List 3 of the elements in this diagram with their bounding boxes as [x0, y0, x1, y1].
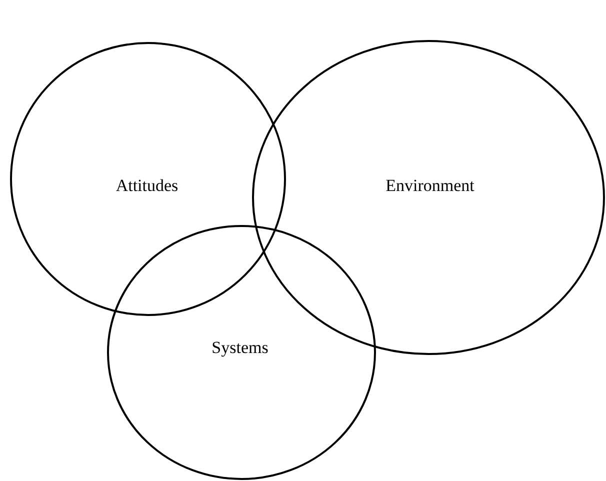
- circle-label: Systems: [212, 338, 268, 358]
- circle-label: Attitudes: [116, 176, 178, 196]
- circle-label: Environment: [386, 176, 474, 196]
